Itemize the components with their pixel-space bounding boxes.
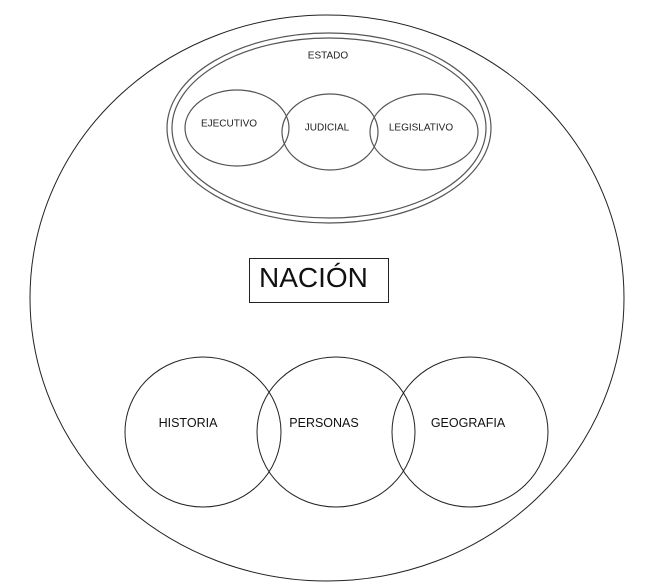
legislativo-ellipse [369,93,479,171]
geografia-circle [391,356,549,508]
legislativo-label: LEGISLATIVO [388,122,454,134]
estado-ellipse-outer [166,32,492,224]
nacion-outer-circle [29,14,625,582]
geografia-label: GEOGRAFIA [430,416,506,430]
judicial-label: JUDICIAL [304,122,350,134]
historia-label: HISTORIA [158,416,218,430]
ejecutivo-label: EJECUTIVO [200,118,258,130]
estado-ellipse-inner [171,37,487,219]
estado-label: ESTADO [307,50,349,62]
personas-label: PERSONAS [289,416,359,430]
ejecutivo-ellipse [184,89,290,167]
nacion-box: NACIÓN [249,258,389,303]
nacion-label: NACIÓN [259,262,368,293]
historia-circle [124,356,282,508]
judicial-ellipse [281,93,379,171]
personas-circle [256,356,416,508]
